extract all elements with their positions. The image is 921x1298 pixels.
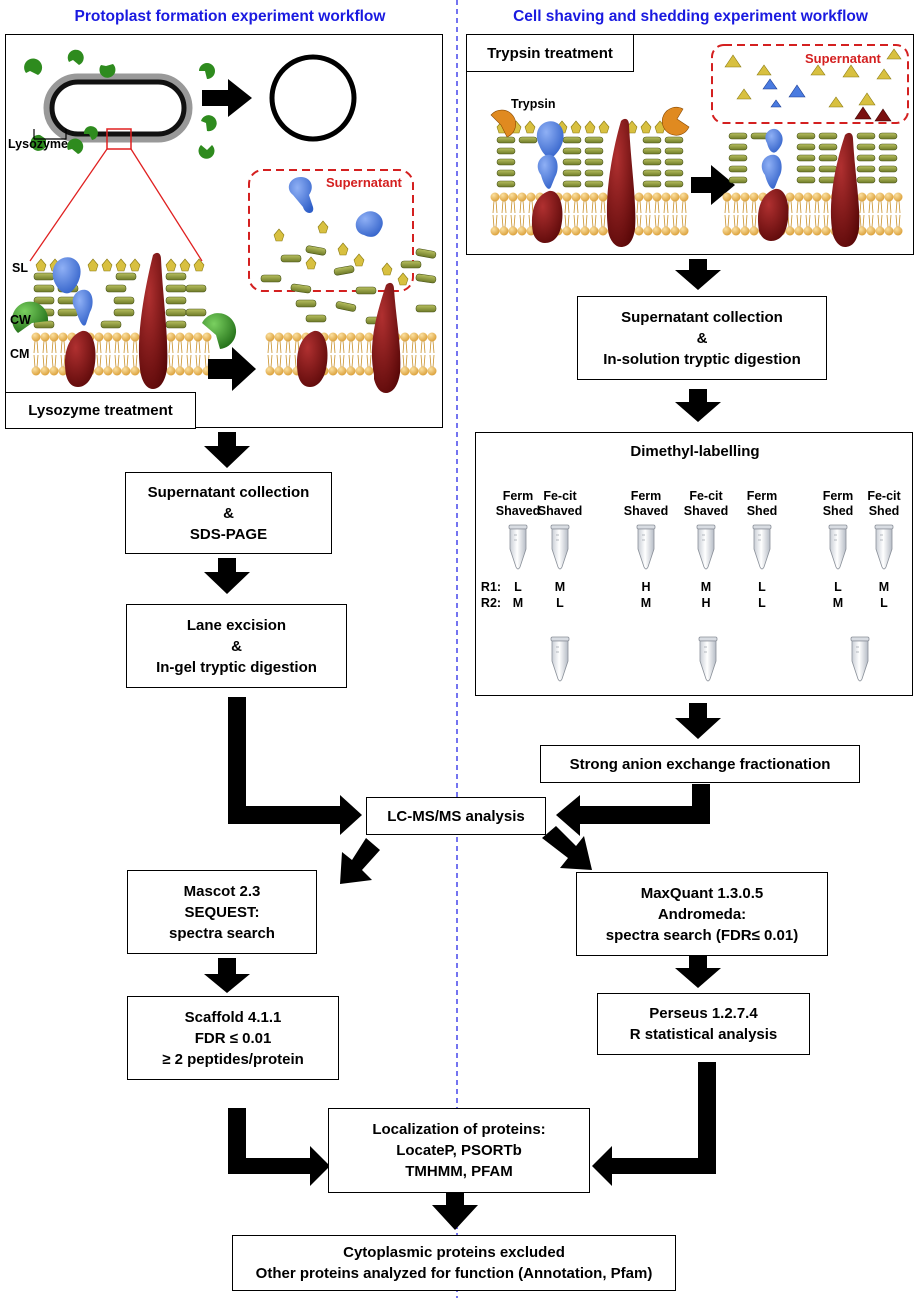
- label-r1: M: [554, 580, 566, 594]
- tube-label-line: Shaved: [623, 504, 669, 518]
- right-step-supernatant-insolution: Supernatant collection&In-solution trypt…: [577, 296, 827, 380]
- layer-label-cw: CW: [10, 313, 31, 327]
- right-column-title: Cell shaving and shedding experiment wor…: [513, 8, 868, 25]
- lysozyme-treatment-label: Lysozyme treatment: [5, 392, 196, 429]
- dimethyl-title: Dimethyl-labelling: [630, 443, 760, 460]
- trypsin-treatment-label: Trypsin treatment: [466, 34, 634, 72]
- tube-label-line: Ferm: [502, 489, 534, 503]
- label-r1: L: [514, 580, 522, 594]
- released-components: [260, 177, 437, 393]
- tube-label-line: Shed: [746, 504, 778, 518]
- label-r2: H: [701, 596, 711, 610]
- lysozyme-treatment-panel: Lysozyme Supernatant SL CW CM Lysozyme t…: [5, 34, 443, 429]
- tube-label-line: Shaved: [683, 504, 729, 518]
- label-r1: L: [758, 580, 766, 594]
- label-r1: L: [834, 580, 842, 594]
- label-r2: L: [758, 596, 766, 610]
- pooled-tube-icon: [550, 636, 570, 688]
- tube-label-line: Shed: [868, 504, 900, 518]
- protoplast-illustration: [12, 49, 437, 393]
- left-step-lane-excision: Lane excision&In-gel tryptic digestion: [126, 604, 347, 688]
- label-r2: L: [880, 596, 888, 610]
- tube-label-line: Fe-cit: [689, 489, 723, 503]
- replicate-label-r1: R1:: [480, 580, 502, 594]
- pooled-tube-icon: [698, 636, 718, 688]
- tube-label-line: Fe-cit: [543, 489, 577, 503]
- pooled-tube-icon: [850, 636, 870, 688]
- localization-box: Localization of proteins:LocateP, PSORTb…: [328, 1108, 590, 1193]
- sample-tube-icon: [636, 524, 656, 576]
- label-r2: M: [640, 596, 652, 610]
- sample-tube-icon: [874, 524, 894, 576]
- left-step-supernatant-sds: Supernatant collection&SDS-PAGE: [125, 472, 332, 554]
- tube-label-line: Ferm: [630, 489, 662, 503]
- tube-label-line: Fe-cit: [867, 489, 901, 503]
- label-r1: H: [641, 580, 651, 594]
- replicate-label-r2: R2:: [480, 596, 502, 610]
- sample-tube-icon: [550, 524, 570, 576]
- tube-label-line: Shaved: [495, 504, 541, 518]
- sample-tube-icon: [696, 524, 716, 576]
- layer-label-sl: SL: [12, 261, 28, 275]
- layer-label-cm: CM: [10, 347, 30, 361]
- label-r2: M: [832, 596, 844, 610]
- lcms-analysis-box: LC-MS/MS analysis: [366, 797, 546, 835]
- cell-wall-layers-trypsin-before: [490, 106, 690, 247]
- cell-wall-layers-trypsin-after: [722, 128, 903, 247]
- supernatant-label-left: Supernatant: [326, 175, 402, 190]
- supernatant-label-right: Supernatant: [805, 51, 881, 66]
- sample-tube-icon: [828, 524, 848, 576]
- lysozyme-label: Lysozyme: [8, 137, 68, 151]
- trypsin-label: Trypsin: [511, 97, 556, 111]
- tube-label-line: Shaved: [537, 504, 583, 518]
- label-r2: M: [512, 596, 524, 610]
- cell-wall-layers-left: [12, 252, 237, 389]
- trypsin-treatment-panel: Trypsin treatment Trypsin Supernatant: [466, 34, 914, 255]
- right-step-anion-exchange: Strong anion exchange fractionation: [540, 745, 860, 783]
- tube-label-line: Ferm: [822, 489, 854, 503]
- sample-tube-icon: [508, 524, 528, 576]
- sample-tube-icon: [752, 524, 772, 576]
- tube-label-line: Shed: [822, 504, 854, 518]
- label-r2: L: [556, 596, 564, 610]
- tube-label-line: Ferm: [746, 489, 778, 503]
- trypsin-illustration: [490, 44, 909, 247]
- left-column-title: Protoplast formation experiment workflow: [74, 8, 386, 25]
- label-r1: M: [700, 580, 712, 594]
- released-peptides: [724, 48, 902, 122]
- label-r1: M: [878, 580, 890, 594]
